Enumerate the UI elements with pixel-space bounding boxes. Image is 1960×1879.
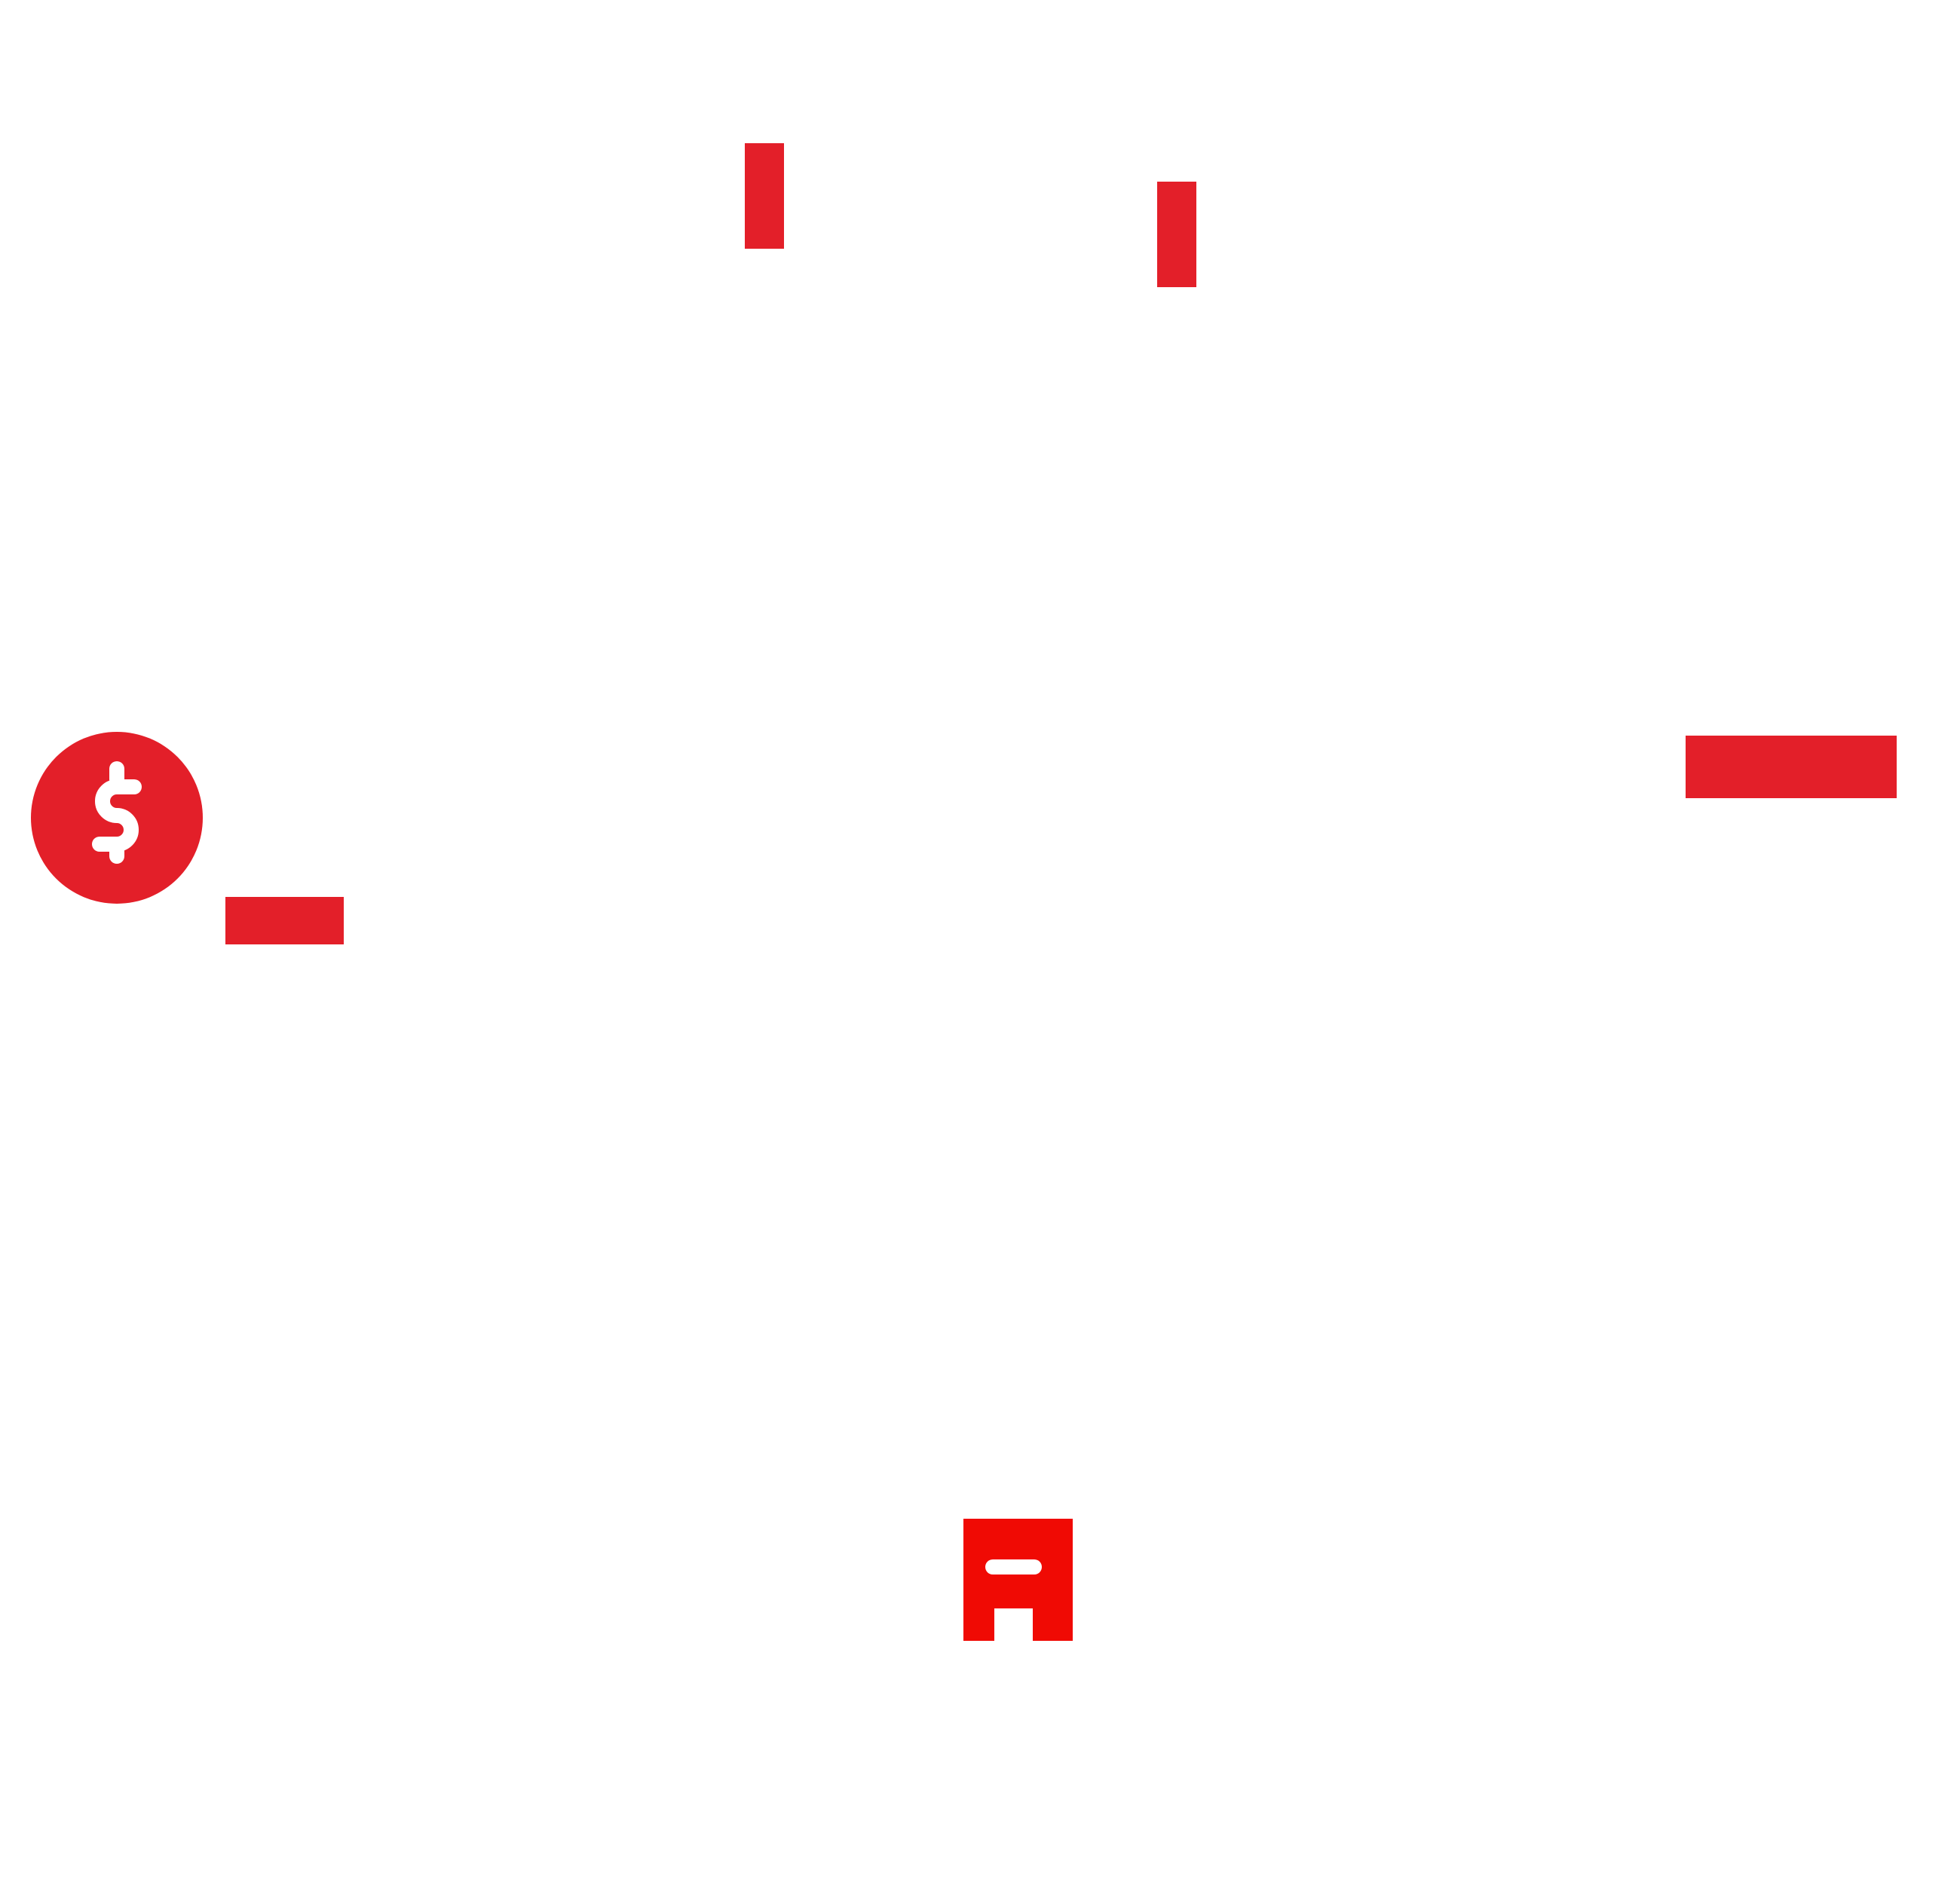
red-horizontal-bar-left: [225, 897, 344, 944]
red-vertical-bar-left: [745, 143, 784, 249]
red-vertical-bar-right: [1157, 182, 1196, 287]
dollar-coin-icon: [30, 731, 204, 904]
red-horizontal-bar-right: [1686, 736, 1897, 798]
building-icon: [963, 1519, 1073, 1641]
